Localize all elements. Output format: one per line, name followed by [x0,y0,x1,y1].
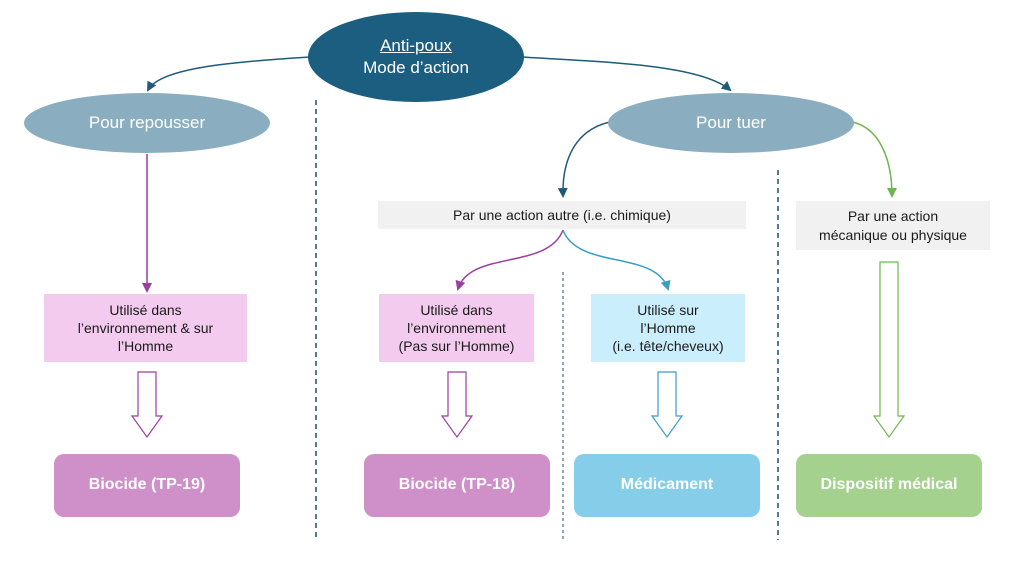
result-medicament-label: Médicament [620,476,714,494]
arrow-kill-to-chemical [557,121,611,198]
method-mechanical-line1: Par une action [847,208,939,225]
result-biocide-tp19-label: Biocide (TP-19) [88,476,206,494]
use-human: Utilisé sur l’Homme (i.e. tête/cheveux) [591,294,745,362]
use-env-and-human-line3: l’Homme [117,338,174,355]
branch-repel-label: Pour repousser [88,112,206,132]
method-mechanical-line2: mécanique ou physique [819,226,967,243]
result-biocide-tp18: Biocide (TP-18) [364,454,550,517]
arrow-chemical-to-env [455,229,564,291]
root-subtitle: Mode d’action [363,58,469,77]
use-human-line1: Utilisé sur [637,301,699,318]
arrow-kill-to-mechanical [851,121,897,198]
branch-repel: Pour repousser [24,93,270,153]
method-chemical-label: Par une action autre (i.e. chimique) [453,206,671,223]
use-env-only-line1: Utilisé dans [420,301,493,318]
root-title: Anti-poux [380,35,452,55]
use-human-line2: l’Homme [640,319,696,336]
arrow-chemical-to-human [562,229,671,291]
result-biocide-tp19: Biocide (TP-19) [54,454,240,517]
result-dispositif-medical-label: Dispositif médical [820,476,958,494]
arrow-root-to-kill [521,56,732,92]
block-arrow-tp19 [130,371,164,439]
block-arrow-dispositif [872,261,906,439]
use-env-only: Utilisé dans l’environnement (Pas sur l’… [379,294,534,362]
method-mechanical: Par une action mécanique ou physique [796,201,990,250]
use-env-only-line2: l’environnement [407,319,506,336]
block-arrow-medicament [650,371,684,439]
block-arrow-tp18 [440,371,474,439]
use-env-only-line3: (Pas sur l’Homme) [398,338,515,355]
result-dispositif-medical: Dispositif médical [796,454,982,517]
use-env-and-human-line1: Utilisé dans [109,301,182,318]
arrow-root-to-repel [147,56,311,92]
result-medicament: Médicament [574,454,760,517]
method-chemical: Par une action autre (i.e. chimique) [378,201,746,229]
use-env-and-human: Utilisé dans l’environnement & sur l’Hom… [44,294,247,362]
use-env-and-human-line2: l’environnement & sur [77,319,214,336]
root-node: Anti-poux Mode d’action [308,12,524,102]
branch-kill-label: Pour tuer [696,112,766,132]
result-biocide-tp18-label: Biocide (TP-18) [398,476,516,494]
branch-kill: Pour tuer [608,93,854,153]
use-human-line3: (i.e. tête/cheveux) [612,338,724,355]
